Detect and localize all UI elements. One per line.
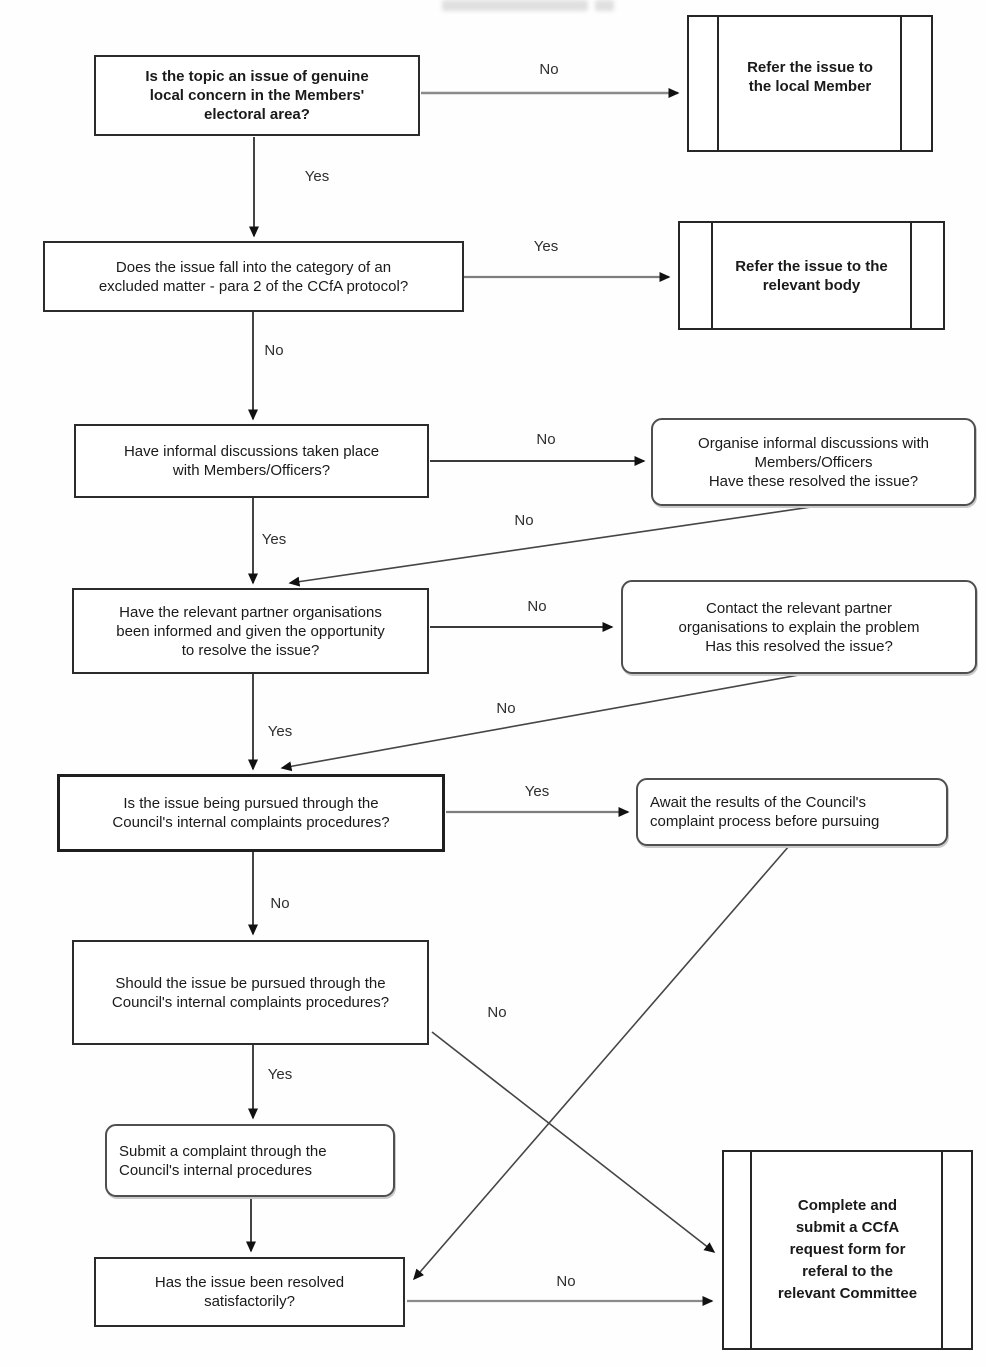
decision-informal-discussions: Have informal discussions taken place wi… (74, 424, 429, 498)
edge-label-q6-no: No (487, 1004, 507, 1021)
edge-label-q3-yes: Yes (261, 531, 287, 548)
predefined-rule-right (910, 223, 912, 328)
decision-genuine-local-concern: Is the topic an issue of genuine local c… (94, 55, 420, 136)
cropped-title-fragment-2 (595, 0, 614, 11)
action-contact-partners: Contact the relevant partner organisatio… (621, 580, 977, 674)
decision-being-pursued-complaints-text: Is the issue being pursued through the C… (112, 795, 390, 831)
terminal-refer-local-member-text: Refer the issue to the local Member (747, 58, 873, 95)
edge-r1-no-line (288, 505, 819, 587)
action-await-results-text: Await the results of the Council's compl… (650, 794, 880, 830)
action-await-results: Await the results of the Council's compl… (636, 778, 948, 846)
predefined-rule-left (750, 1152, 752, 1348)
action-submit-complaint: Submit a complaint through the Council's… (105, 1124, 395, 1197)
edge-r2-no-line (280, 674, 800, 772)
predefined-rule-right (900, 17, 902, 150)
terminal-complete-ccfa-form: Complete and submit a CCfA request form … (722, 1150, 973, 1350)
edge-label-q7-no: No (556, 1273, 576, 1290)
edge-label-q2-no: No (264, 342, 284, 359)
terminal-complete-ccfa-form-text: Complete and submit a CCfA request form … (777, 1197, 918, 1302)
decision-should-be-pursued-text: Should the issue be pursued through the … (111, 974, 390, 1011)
edge-label-q5-yes: Yes (524, 783, 550, 800)
edge-label-q1-yes: Yes (304, 168, 330, 185)
edge-label-q1-no: No (539, 61, 559, 78)
decision-excluded-matter: Does the issue fall into the category of… (43, 241, 464, 312)
terminal-refer-local-member: Refer the issue to the local Member (687, 15, 933, 152)
decision-partner-organisations: Have the relevant partner organisations … (72, 588, 429, 674)
predefined-rule-left (717, 17, 719, 150)
decision-resolved-satisfactorily-text: Has the issue been resolved satisfactori… (154, 1274, 345, 1310)
action-contact-partners-text: Contact the relevant partner organisatio… (678, 599, 920, 655)
action-organise-discussions: Organise informal discussions with Membe… (651, 418, 976, 506)
edge-r3-down-line (413, 845, 790, 1281)
decision-resolved-satisfactorily: Has the issue been resolved satisfactori… (94, 1257, 405, 1327)
edge-q6-no-line (431, 1031, 716, 1253)
edge-label-q3-no: No (536, 431, 556, 448)
decision-genuine-local-concern-text: Is the topic an issue of genuine local c… (145, 68, 369, 123)
decision-partner-organisations-text: Have the relevant partner organisations … (116, 603, 385, 659)
decision-informal-discussions-text: Have informal discussions taken place wi… (123, 443, 380, 479)
edge-label-r2-no: No (496, 700, 516, 717)
edge-label-q5-no: No (270, 895, 290, 912)
cropped-title-fragment (442, 0, 588, 11)
edge-label-r1-no: No (514, 512, 534, 529)
predefined-rule-left (711, 223, 713, 328)
terminal-refer-relevant-body: Refer the issue to the relevant body (678, 221, 945, 330)
edge-label-q4-no: No (527, 598, 547, 615)
terminal-refer-relevant-body-text: Refer the issue to the relevant body (735, 257, 888, 294)
predefined-rule-right (941, 1152, 943, 1348)
decision-being-pursued-complaints: Is the issue being pursued through the C… (57, 774, 445, 852)
action-submit-complaint-text: Submit a complaint through the Council's… (119, 1142, 327, 1179)
edge-label-q6-yes: Yes (267, 1066, 293, 1083)
decision-excluded-matter-text: Does the issue fall into the category of… (98, 258, 409, 295)
decision-should-be-pursued: Should the issue be pursued through the … (72, 940, 429, 1045)
action-organise-discussions-text: Organise informal discussions with Membe… (698, 434, 929, 490)
edge-label-q2-yes: Yes (533, 238, 559, 255)
edge-label-q4-yes: Yes (267, 723, 293, 740)
